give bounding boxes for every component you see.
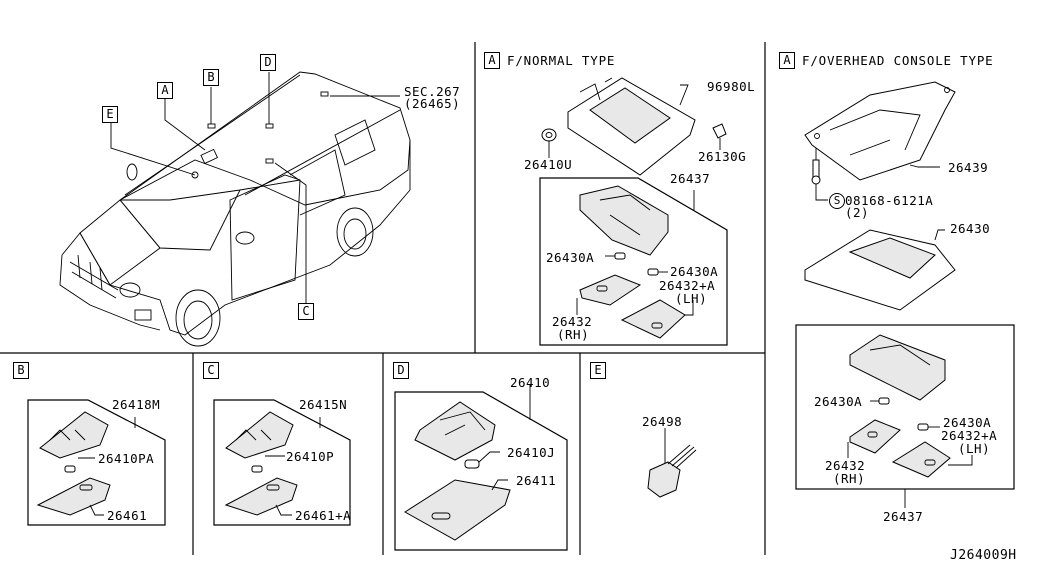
vehicle-callout-b[interactable]: B	[203, 69, 219, 86]
part-26432-overhead[interactable]: 26432	[825, 458, 866, 473]
part-26411[interactable]: 26411	[516, 473, 557, 488]
part-26432-normal[interactable]: 26432	[552, 314, 593, 329]
panel-c-drawing	[213, 399, 351, 526]
part-26410U[interactable]: 26410U	[524, 157, 573, 172]
normal-type-callout: A	[484, 52, 500, 69]
part-26430[interactable]: 26430	[950, 221, 991, 236]
leader-e	[110, 122, 196, 176]
part-26461A[interactable]: 26461+A	[295, 508, 352, 523]
leader-c	[274, 162, 307, 303]
overhead-type-callout: A	[779, 52, 795, 69]
part-26430A-normal-left[interactable]: 26430A	[546, 250, 595, 265]
sec-reference-label[interactable]: SEC.267	[404, 84, 461, 99]
part-26410P[interactable]: 26410P	[286, 449, 335, 464]
panel-b-callout: B	[13, 362, 29, 379]
part-26410J[interactable]: 26410J	[507, 445, 556, 460]
part-26410PA[interactable]: 26410PA	[98, 451, 155, 466]
part-26437-normal[interactable]: 26437	[670, 171, 711, 186]
overhead-console-drawing	[795, 81, 1015, 508]
normal-type-drawing	[539, 77, 728, 346]
leader-a	[164, 96, 206, 151]
part-26432A-normal-side: (LH)	[675, 291, 708, 306]
part-26439[interactable]: 26439	[948, 160, 989, 175]
panel-b-drawing	[27, 399, 166, 526]
vehicle-callout-a[interactable]: A	[157, 82, 173, 99]
vehicle-callout-c[interactable]: C	[298, 303, 314, 320]
part-26432-normal-side: (RH)	[557, 327, 590, 342]
part-08168-6121A[interactable]: 08168-6121A	[845, 193, 934, 208]
panel-e-drawing	[647, 428, 697, 498]
part-26432A-normal[interactable]: 26432+A	[659, 278, 716, 293]
panel-c-callout: C	[203, 362, 219, 379]
part-26410[interactable]: 26410	[510, 375, 551, 390]
part-26432-overhead-side: (RH)	[833, 471, 866, 486]
part-26430A-normal-right[interactable]: 26430A	[670, 264, 719, 279]
part-08168-6121A-qty: (2)	[845, 205, 870, 220]
panel-e-callout: E	[590, 362, 606, 379]
drawing-number: J264009H	[950, 548, 1017, 563]
vehicle-callout-d[interactable]: D	[260, 54, 276, 71]
overhead-type-title: F/OVERHEAD CONSOLE TYPE	[802, 53, 994, 68]
part-26430A-overhead-left[interactable]: 26430A	[814, 394, 863, 409]
sec-reference-part[interactable]: (26465)	[404, 96, 461, 111]
part-26432A-overhead-side: (LH)	[958, 441, 991, 456]
part-26461[interactable]: 26461	[107, 508, 148, 523]
part-26498[interactable]: 26498	[642, 414, 683, 429]
part-96980L[interactable]: 96980L	[707, 79, 756, 94]
normal-type-title: F/NORMAL TYPE	[507, 53, 616, 68]
part-26432A-overhead[interactable]: 26432+A	[941, 428, 998, 443]
panel-d-drawing	[394, 385, 568, 551]
part-26430A-overhead-right[interactable]: 26430A	[943, 415, 992, 430]
part-26130G[interactable]: 26130G	[698, 149, 747, 164]
part-26415N[interactable]: 26415N	[299, 397, 348, 412]
standard-part-symbol: S	[829, 193, 845, 209]
part-26437-overhead[interactable]: 26437	[883, 509, 924, 524]
part-26418M[interactable]: 26418M	[112, 397, 161, 412]
vehicle-callout-e[interactable]: E	[102, 106, 118, 123]
vehicle-drawing	[59, 71, 411, 347]
panel-d-callout: D	[393, 362, 409, 379]
